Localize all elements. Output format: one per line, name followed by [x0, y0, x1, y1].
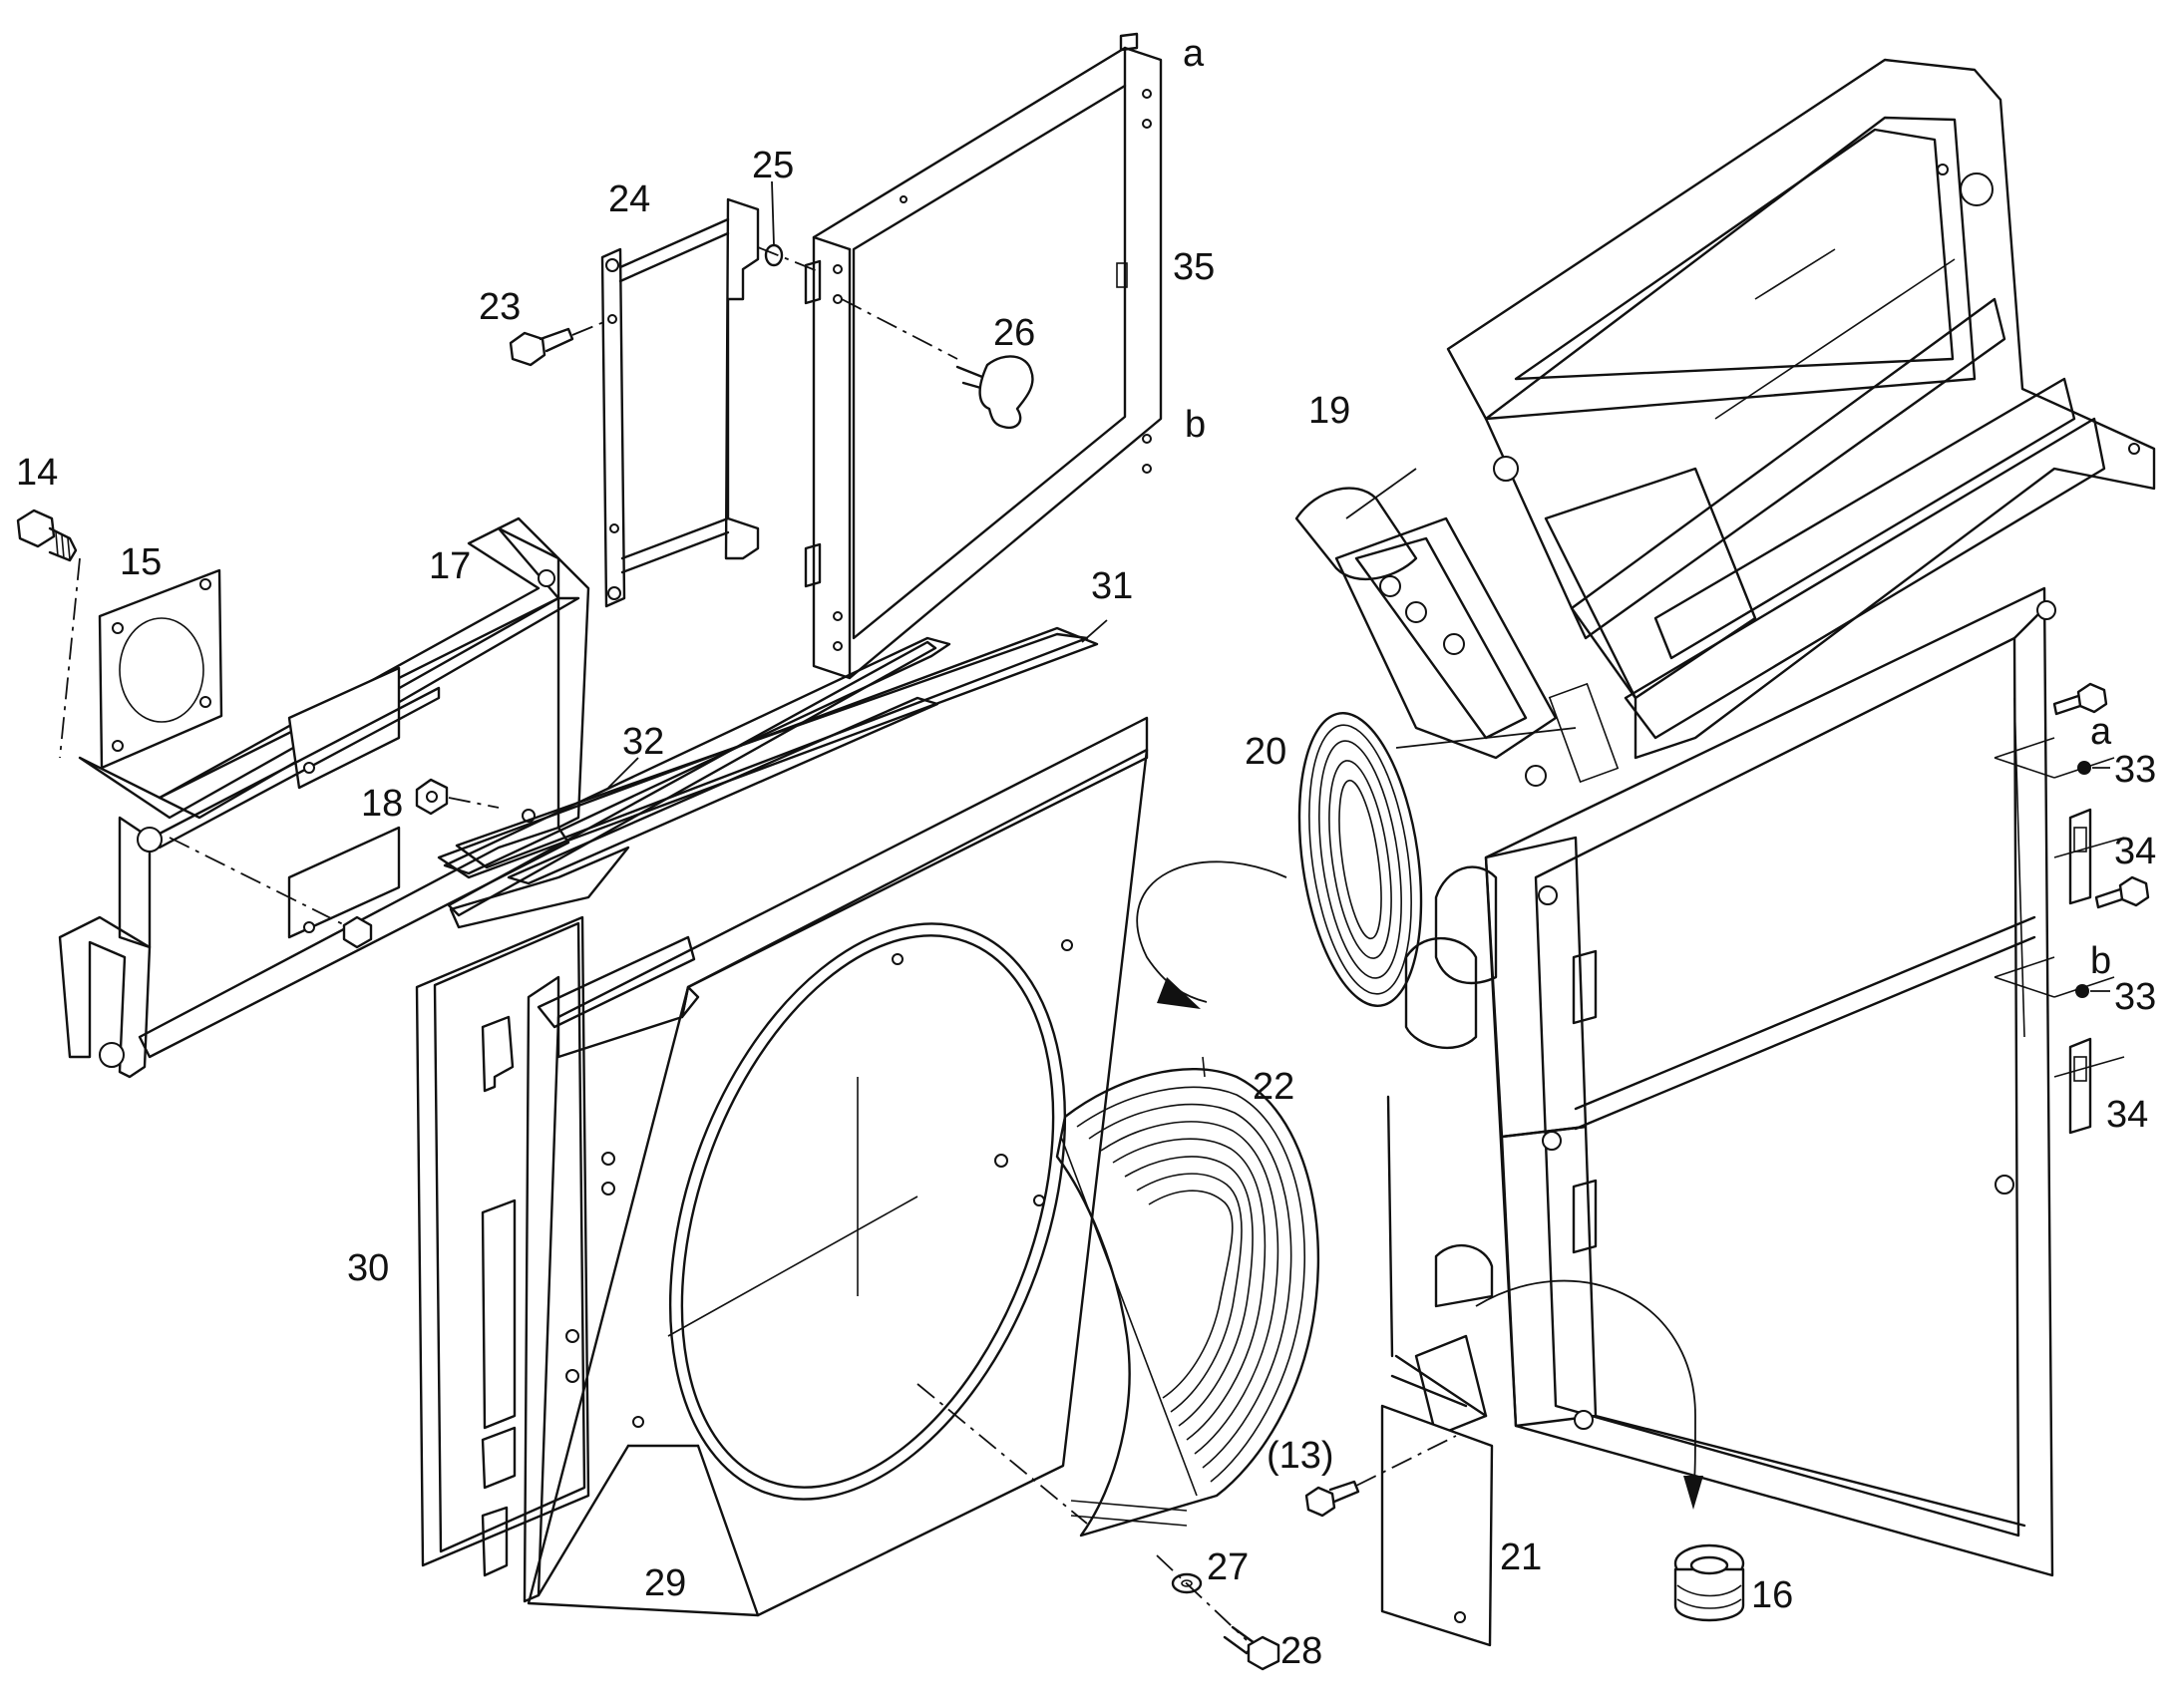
gasket-32	[443, 636, 951, 929]
bolt-13	[1304, 1435, 1457, 1518]
bolt-14	[16, 509, 78, 562]
callout-31: 31	[1091, 565, 1133, 607]
leader-19	[1345, 468, 1417, 519]
callout-21: 21	[1500, 1537, 1542, 1578]
callout-b-top: b	[1185, 404, 1206, 446]
bracket-frame-17	[58, 516, 590, 1079]
callout-23: 23	[479, 286, 521, 328]
radiator-core	[1390, 586, 2056, 1577]
fan-guard-axis	[916, 1383, 1088, 1525]
callout-28: 28	[1280, 1630, 1322, 1672]
knob-26	[841, 298, 1034, 430]
callout-34-lower: 34	[2106, 1094, 2148, 1136]
callout-24: 24	[608, 178, 650, 220]
callout-17: 17	[429, 545, 471, 587]
callout-25: 25	[752, 145, 794, 186]
callout-a-right: a	[2090, 711, 2112, 753]
callout-29: 29	[644, 1562, 686, 1604]
nut-lower	[342, 915, 373, 949]
callout-20: 20	[1245, 731, 1286, 773]
bolt-axis-28	[1156, 1554, 1248, 1641]
clip-34-lower	[2068, 1037, 2092, 1135]
clip-34-upper	[2068, 808, 2092, 905]
rotation-arrow-bottom	[1475, 1279, 1703, 1510]
callout-34-upper: 34	[2114, 831, 2156, 872]
callout-13: (13)	[1267, 1435, 1334, 1477]
callout-16: 16	[1751, 1574, 1793, 1616]
bolt-right-mid	[2094, 875, 2150, 909]
cover-21	[1380, 1404, 1494, 1647]
bolt-axis-14	[59, 557, 81, 759]
callout-26: 26	[993, 312, 1035, 354]
rotation-arrow-top	[1136, 860, 1287, 1009]
bracket-24	[600, 197, 760, 608]
leader-25	[771, 180, 775, 246]
callout-30: 30	[347, 1247, 389, 1289]
frame-35	[804, 32, 1163, 680]
nut-18	[415, 778, 500, 816]
callout-a-top: a	[1183, 33, 1205, 75]
callout-14: 14	[16, 452, 58, 494]
callout-18: 18	[361, 783, 403, 825]
panel-20	[1294, 487, 1620, 787]
callout-b-right: b	[2090, 940, 2111, 982]
detail-lines-right	[1994, 697, 2125, 1078]
callout-27: 27	[1207, 1546, 1249, 1588]
leader-31	[1081, 619, 1108, 643]
leader-32	[607, 757, 639, 789]
callout-33-lower: 33	[2114, 976, 2156, 1018]
washer-33-lower	[2075, 984, 2089, 998]
axial-fan	[1297, 712, 1423, 1358]
bolt-axis-17	[169, 837, 350, 928]
fan-guard-22	[1055, 1056, 1320, 1537]
washer-25	[757, 243, 819, 272]
bolt-23	[509, 320, 607, 367]
callout-19: 19	[1308, 390, 1350, 432]
callout-22: 22	[1253, 1066, 1294, 1108]
bolt-28	[1223, 1625, 1280, 1671]
fan-shroud-29	[523, 716, 1149, 1617]
callout-32: 32	[622, 721, 664, 763]
bolt-right-upper	[2052, 682, 2108, 716]
plate-15	[98, 568, 223, 770]
leader-20	[1395, 727, 1577, 749]
rubber-mount-16	[1673, 1543, 1745, 1622]
shroud-panel-30	[415, 915, 590, 1577]
callout-15: 15	[120, 541, 162, 583]
callout-33-upper: 33	[2114, 749, 2156, 791]
upper-frame-19	[1446, 58, 2156, 760]
callout-35: 35	[1173, 246, 1215, 288]
